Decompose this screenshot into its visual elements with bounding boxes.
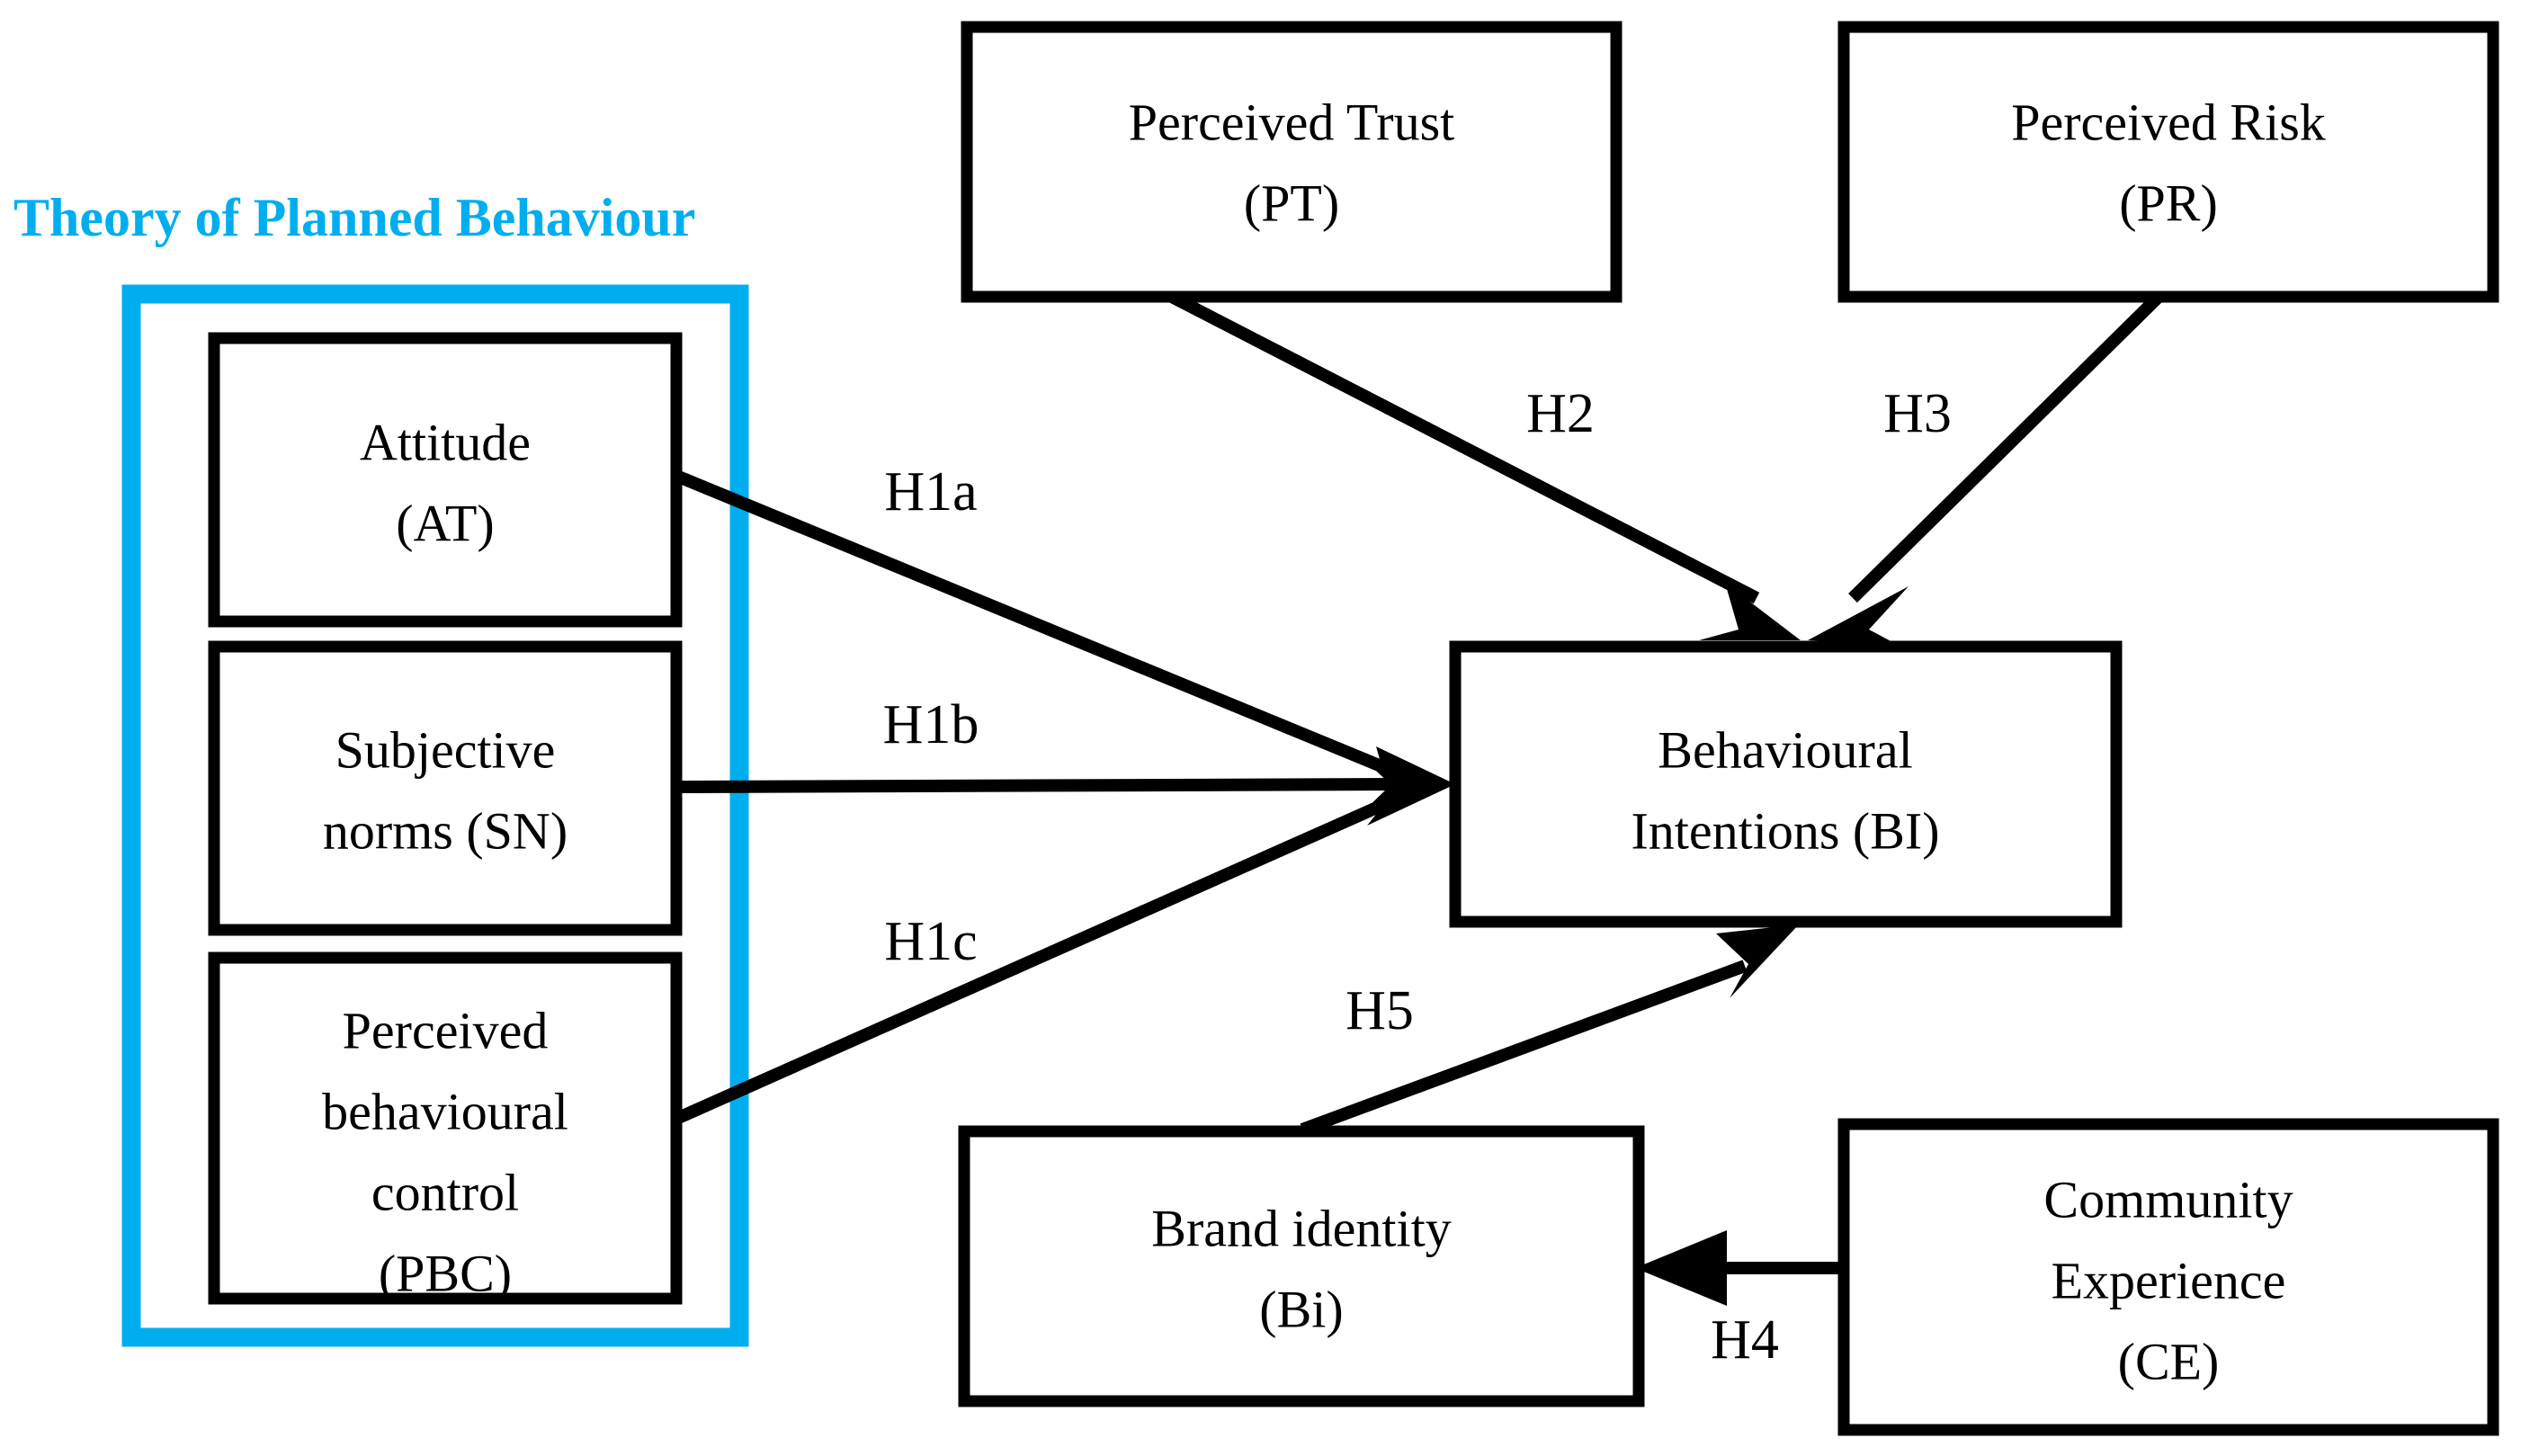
edge-h2-label: H2	[1526, 383, 1595, 444]
node-perceived-trust-box	[961, 21, 1623, 303]
edge-h5: H5	[1300, 925, 1799, 1136]
node-perceived-risk-box	[1837, 21, 2499, 303]
node-attitude[interactable]: Attitude (AT)	[208, 332, 683, 628]
node-community-experience-line3: (CE)	[2118, 1332, 2220, 1390]
node-behavioural-intentions-line1: Behavioural	[1658, 720, 1912, 779]
edge-h5-label: H5	[1345, 980, 1414, 1041]
edge-h3: H3	[1808, 292, 2163, 644]
node-community-experience[interactable]: Community Experience (CE)	[1837, 1118, 2499, 1436]
edge-h2: H2	[1168, 290, 1801, 640]
node-perceived-trust[interactable]: Perceived Trust (PT)	[961, 21, 1623, 303]
node-subjective-norms-line2: norms (SN)	[323, 801, 568, 860]
node-behavioural-intentions[interactable]: Behavioural Intentions (BI)	[1449, 640, 2123, 928]
edge-h1b-line	[675, 778, 1404, 793]
node-brand-identity-box	[958, 1125, 1645, 1407]
node-behavioural-intentions-box	[1449, 640, 2123, 928]
edge-h1a-line	[674, 469, 1406, 782]
edge-h1c-label: H1c	[884, 911, 977, 972]
node-pbc-line2: behavioural	[322, 1082, 568, 1140]
edge-h3-line	[1848, 292, 2163, 603]
edge-h1b: H1b	[675, 694, 1404, 793]
edge-h1c-line	[674, 790, 1406, 1125]
node-perceived-behavioural-control[interactable]: Perceived behavioural control (PBC)	[208, 951, 683, 1305]
edge-h3-label: H3	[1883, 383, 1952, 444]
node-brand-identity-line2: (Bi)	[1259, 1280, 1343, 1338]
node-brand-identity[interactable]: Brand identity (Bi)	[958, 1125, 1645, 1407]
node-perceived-trust-line1: Perceived Trust	[1129, 93, 1455, 151]
edge-h1a-label: H1a	[884, 461, 977, 523]
edge-h2-arrowhead	[1699, 583, 1801, 640]
edge-h4: H4	[1635, 1230, 1849, 1371]
node-subjective-norms-box	[208, 640, 683, 936]
node-community-experience-line2: Experience	[2052, 1251, 2286, 1309]
edge-h2-line	[1168, 290, 1760, 604]
edge-h4-label: H4	[1711, 1309, 1779, 1371]
node-attitude-box	[208, 332, 683, 628]
node-pbc-line4: (PBC)	[379, 1244, 512, 1302]
node-subjective-norms-line1: Subjective	[335, 720, 556, 779]
edge-h5-arrowhead	[1716, 925, 1799, 998]
node-subjective-norms[interactable]: Subjective norms (SN)	[208, 640, 683, 936]
node-perceived-risk[interactable]: Perceived Risk (PR)	[1837, 21, 2499, 303]
node-pbc-line3: control	[371, 1163, 519, 1221]
node-pbc-line1: Perceived	[343, 1001, 549, 1059]
node-attitude-line1: Attitude	[360, 413, 531, 471]
group-container-tpb	[121, 284, 749, 1347]
edge-h1a: H1a	[674, 461, 1455, 817]
edge-h5-line	[1300, 960, 1748, 1136]
node-perceived-trust-line2: (PT)	[1244, 174, 1339, 232]
edge-h3-arrowhead	[1808, 586, 1909, 644]
node-attitude-line2: (AT)	[396, 494, 495, 552]
edge-h4-arrowhead	[1635, 1230, 1727, 1306]
node-behavioural-intentions-line2: Intentions (BI)	[1631, 801, 1939, 860]
node-perceived-risk-line1: Perceived Risk	[2011, 93, 2326, 151]
node-perceived-risk-line2: (PR)	[2119, 174, 2218, 232]
node-perceived-behavioural-control-box	[208, 951, 683, 1305]
node-community-experience-box	[1837, 1118, 2499, 1436]
node-brand-identity-line1: Brand identity	[1151, 1199, 1451, 1257]
group-title-theory-of-planned-behaviour: Theory of Planned Behaviour	[13, 188, 695, 247]
node-community-experience-line1: Community	[2043, 1170, 2293, 1228]
edge-h1b-label: H1b	[883, 694, 979, 755]
edge-h1c-arrowhead	[1360, 755, 1455, 826]
edge-h1c: H1c	[674, 755, 1455, 1125]
